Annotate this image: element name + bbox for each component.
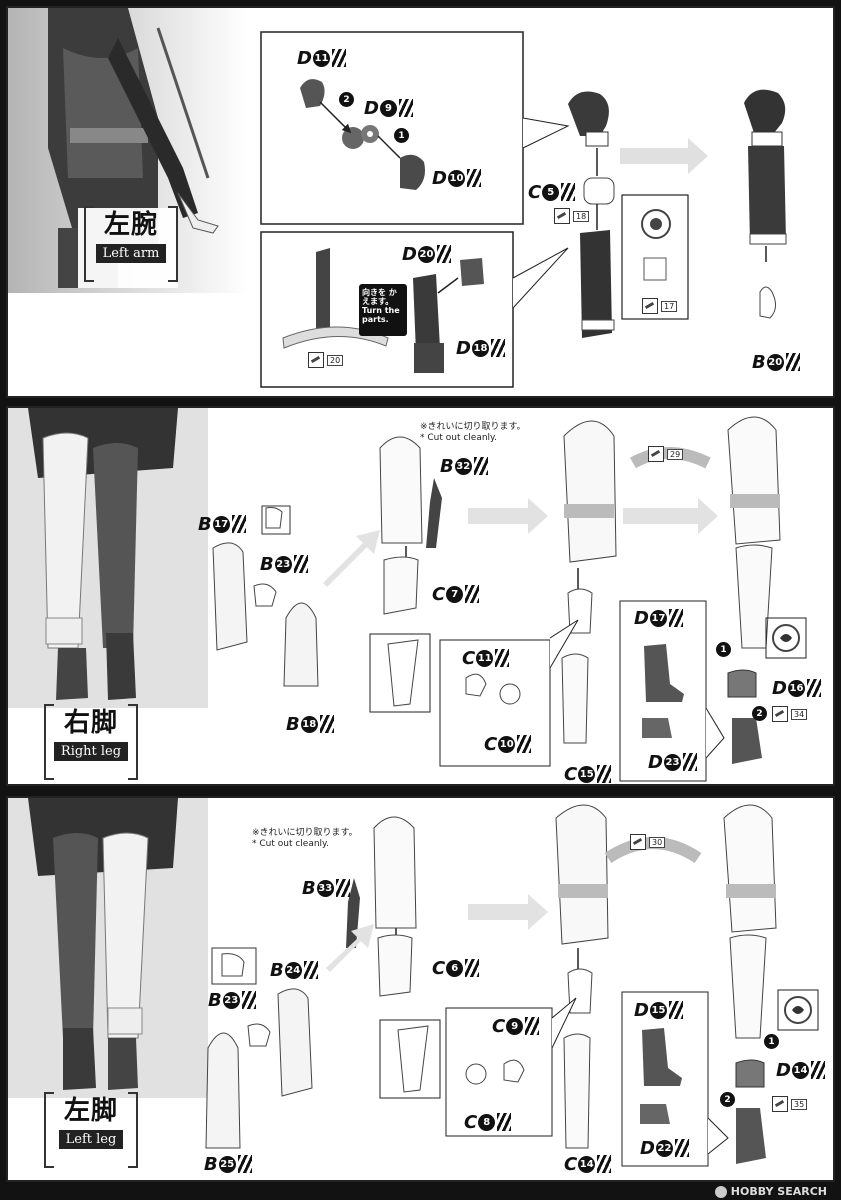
nipper-icon [772, 706, 788, 722]
title-jp: 右脚 [63, 708, 118, 738]
step-1-marker: 1 [716, 642, 731, 657]
hobby-search-logo-icon [714, 1185, 727, 1198]
step-1-marker: 1 [394, 128, 409, 143]
cut-tag-35: 35 [772, 1096, 808, 1112]
nipper-icon [630, 834, 646, 850]
step-2-marker: 2 [720, 1092, 735, 1107]
cut-tag-18: 18 [554, 208, 590, 224]
turn-parts-note: 向きを かえます。 Turn the parts. [359, 284, 407, 336]
nipper-icon [772, 1096, 788, 1112]
cut-tag-34: 34 [772, 706, 808, 722]
right-leg-panel: 右脚 Right leg ※きれいに切り取ります。 * Cut out clea… [6, 406, 835, 786]
right-leg-title: 右脚 Right leg [44, 704, 138, 780]
cut-cleanly-note: ※きれいに切り取ります。 * Cut out cleanly. [420, 422, 526, 443]
title-jp: 左脚 [63, 1096, 118, 1126]
cut-tag-20: 20 [308, 352, 344, 368]
watermark-text: HOBBY SEARCH [730, 1185, 827, 1198]
title-en: Right leg [53, 742, 129, 761]
step-2-marker: 2 [339, 92, 354, 107]
step-2-marker: 2 [752, 706, 767, 721]
cut-cleanly-note: ※きれいに切り取ります。 * Cut out cleanly. [252, 828, 358, 849]
step-1-marker: 1 [764, 1034, 779, 1049]
nipper-icon [308, 352, 324, 368]
title-en: Left arm [95, 244, 167, 263]
left-leg-illustration [8, 798, 819, 1167]
nipper-icon [554, 208, 570, 224]
watermark: HOBBY SEARCH [714, 1185, 827, 1198]
left-arm-title: 左腕 Left arm [84, 206, 178, 282]
nipper-icon [642, 298, 658, 314]
cut-tag-29: 29 [648, 446, 684, 462]
left-leg-title: 左脚 Left leg [44, 1092, 138, 1168]
title-jp: 左腕 [103, 210, 158, 240]
left-leg-panel: 左脚 Left leg ※きれいに切り取ります。 * Cut out clean… [6, 796, 835, 1182]
cut-tag-30: 30 [630, 834, 666, 850]
right-leg-illustration [8, 408, 807, 782]
nipper-icon [648, 446, 664, 462]
left-arm-illustration [8, 8, 787, 388]
title-en: Left leg [58, 1130, 124, 1149]
cut-tag-17: 17 [642, 298, 678, 314]
